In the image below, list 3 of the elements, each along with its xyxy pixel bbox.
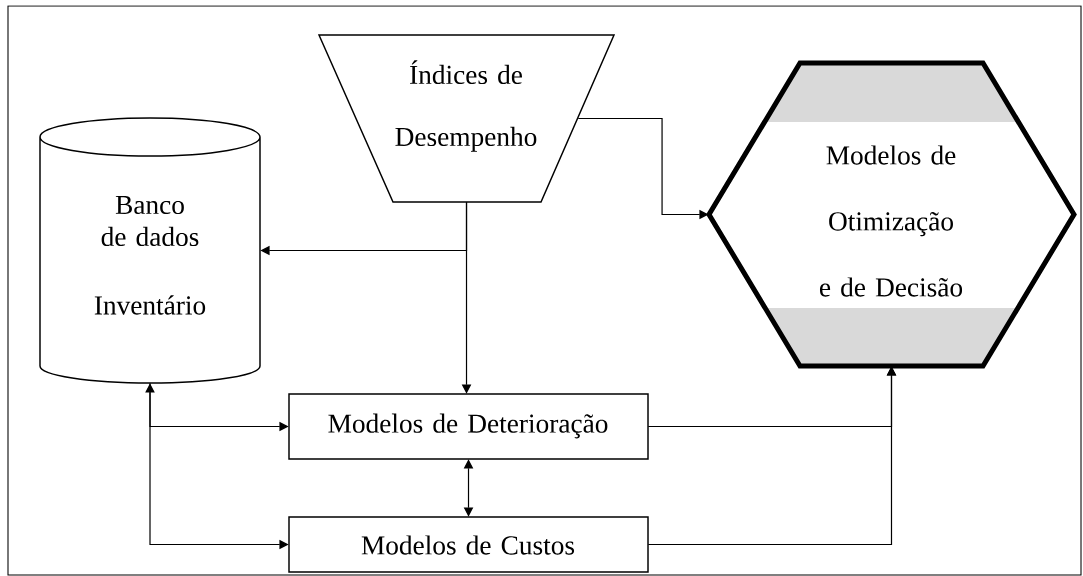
process-box: Modelos de Custos xyxy=(288,516,649,573)
process-box: Modelos de Deterioração xyxy=(288,393,649,460)
database-cylinder: Banco de dados Inventário xyxy=(39,117,261,384)
